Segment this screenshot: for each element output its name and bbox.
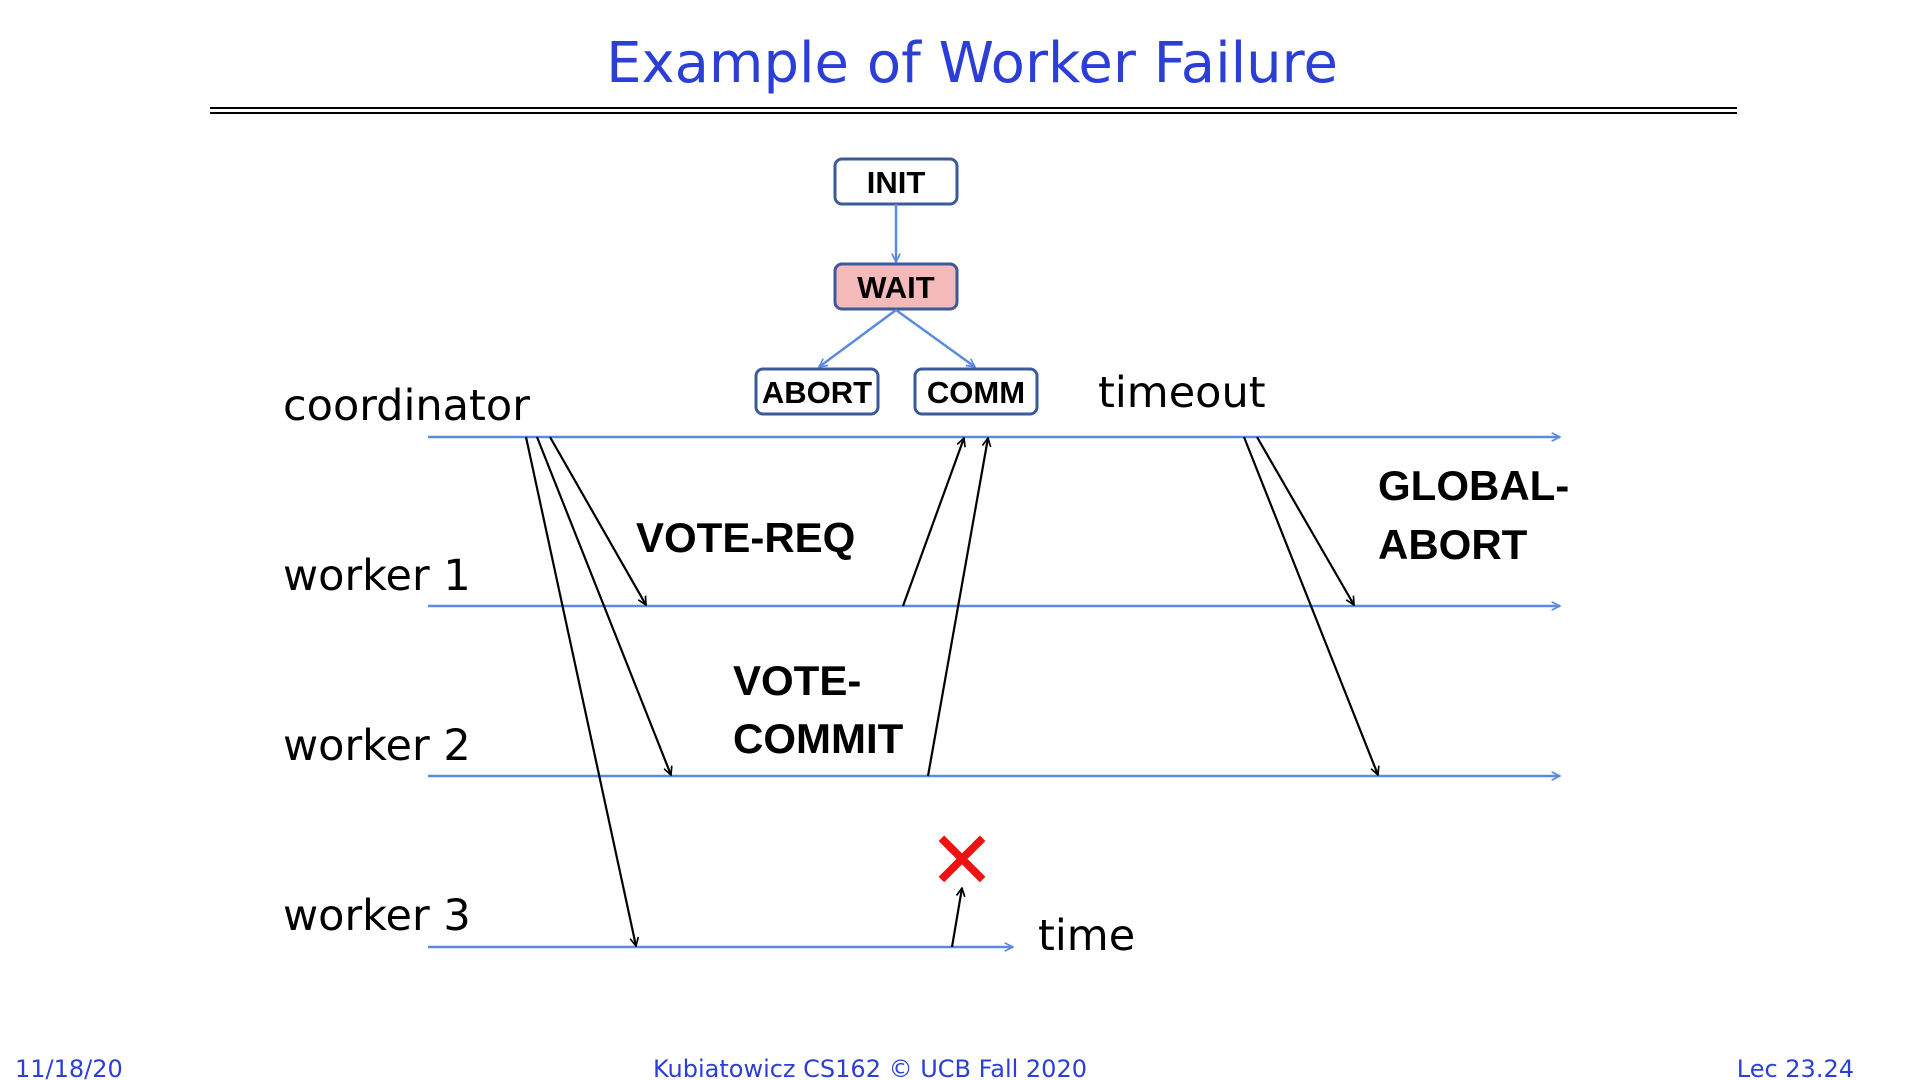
state-wait-box	[833, 262, 959, 311]
timeout-label: timeout	[1098, 368, 1266, 418]
state-abort-label: ABORT	[762, 375, 872, 410]
lane-label-worker2: worker 2	[283, 721, 471, 771]
vote-commit-label-line1: VOTE-	[733, 657, 861, 704]
global-abort-arrow-worker2	[1242, 436, 1378, 775]
global-abort-arrow-worker1	[1256, 436, 1355, 605]
global-abort-label-line1: GLOBAL-	[1378, 462, 1569, 509]
footer-course: Kubiatowicz CS162 © UCB Fall 2020	[653, 1055, 1087, 1080]
wait-to-commit-arrow	[895, 308, 975, 367]
failure-x-icon: ✕	[928, 814, 995, 907]
footer-date: 11/18/20	[15, 1055, 123, 1080]
lane-label-worker1: worker 1	[283, 551, 471, 601]
wait-to-abort-arrow	[819, 308, 897, 367]
time-label: time	[1038, 911, 1135, 961]
state-wait-label: WAIT	[857, 270, 935, 305]
state-commit-box	[913, 367, 1039, 416]
vote-commit-arrow-worker1	[901, 438, 964, 607]
vote-req-label: VOTE-REQ	[636, 514, 855, 561]
state-init-label: INIT	[867, 165, 926, 200]
failed-reply-arrow-worker3	[950, 888, 962, 948]
vote-commit-label-line2: COMMIT	[733, 715, 904, 762]
vote-req-arrow-worker3	[524, 436, 636, 946]
slide-title: Example of Worker Failure	[606, 31, 1338, 96]
vote-req-arrow-worker1	[549, 436, 647, 605]
state-machine: INIT WAIT ABORT COMM	[754, 157, 1039, 416]
state-abort-box	[754, 367, 880, 416]
global-abort-label-line2: ABORT	[1378, 521, 1528, 568]
lane-label-coordinator: coordinator	[283, 381, 530, 431]
vote-commit-arrow-worker2	[926, 438, 988, 777]
state-commit-label: COMM	[927, 375, 1025, 410]
footer-lecture: Lec 23.24	[1737, 1055, 1854, 1080]
vote-req-arrow-worker2	[535, 436, 671, 775]
lane-label-worker3: worker 3	[283, 891, 471, 941]
